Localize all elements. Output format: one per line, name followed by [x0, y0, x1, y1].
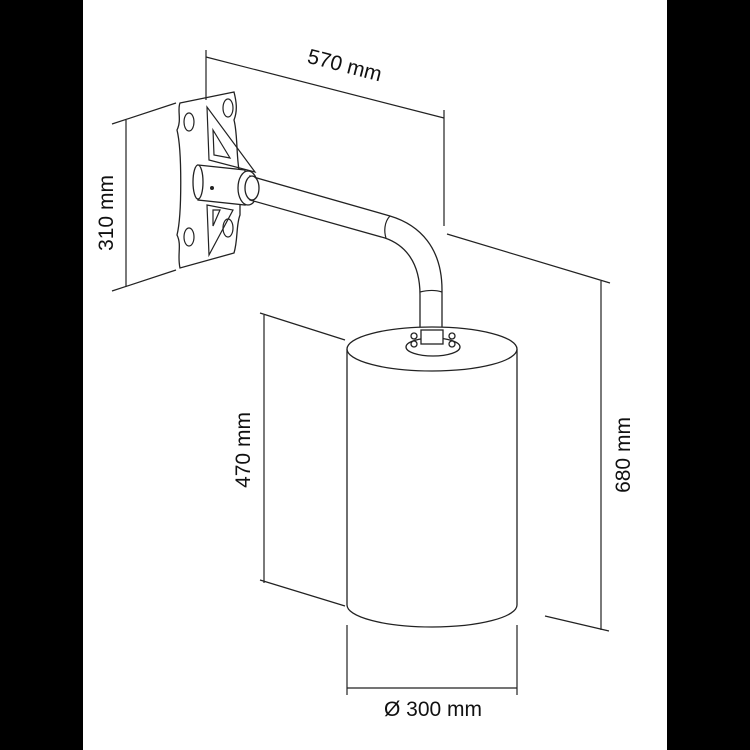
- lamp-shade: [346, 326, 518, 628]
- plate-height-label: 310 mm: [95, 175, 118, 251]
- total-height-label: 680 mm: [612, 417, 635, 493]
- lamp-arm: [244, 175, 443, 341]
- shade-height-label: 470 mm: [232, 412, 255, 488]
- arm-length-label: 570 mm: [305, 45, 384, 86]
- diameter-label: Ø 300 mm: [384, 698, 482, 721]
- wall-bracket: [176, 91, 259, 269]
- dimension-lines: [111, 50, 611, 695]
